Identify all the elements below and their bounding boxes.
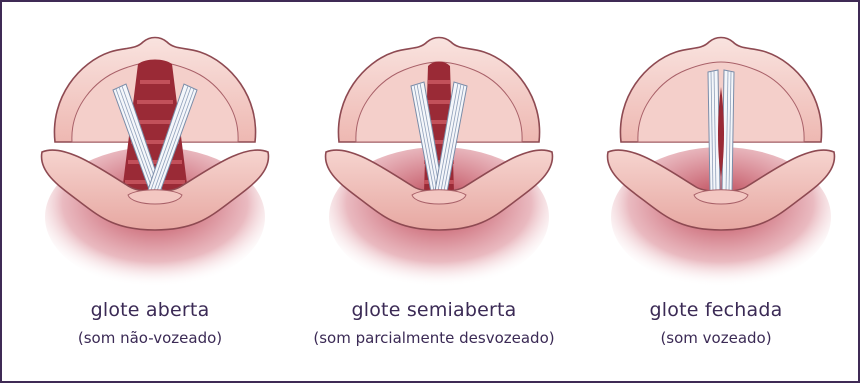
closed-glottis-illustration bbox=[576, 2, 856, 302]
caption-title: glote aberta bbox=[10, 298, 290, 322]
panel-closed-glottis: glote fechada (som vozeado) bbox=[576, 2, 856, 385]
open-glottis-illustration bbox=[10, 2, 290, 302]
panel-open-glottis: glote aberta (som não-vozeado) bbox=[10, 2, 290, 385]
semi-open-glottis-illustration bbox=[294, 2, 574, 302]
panel-semi-open-glottis: glote semiaberta (som parcialmente desvo… bbox=[294, 2, 574, 385]
caption-title: glote semiaberta bbox=[294, 298, 574, 322]
caption-subtitle: (som parcialmente desvozeado) bbox=[294, 328, 574, 348]
caption-title: glote fechada bbox=[576, 298, 856, 322]
caption-subtitle: (som vozeado) bbox=[576, 328, 856, 348]
caption-subtitle: (som não-vozeado) bbox=[10, 328, 290, 348]
